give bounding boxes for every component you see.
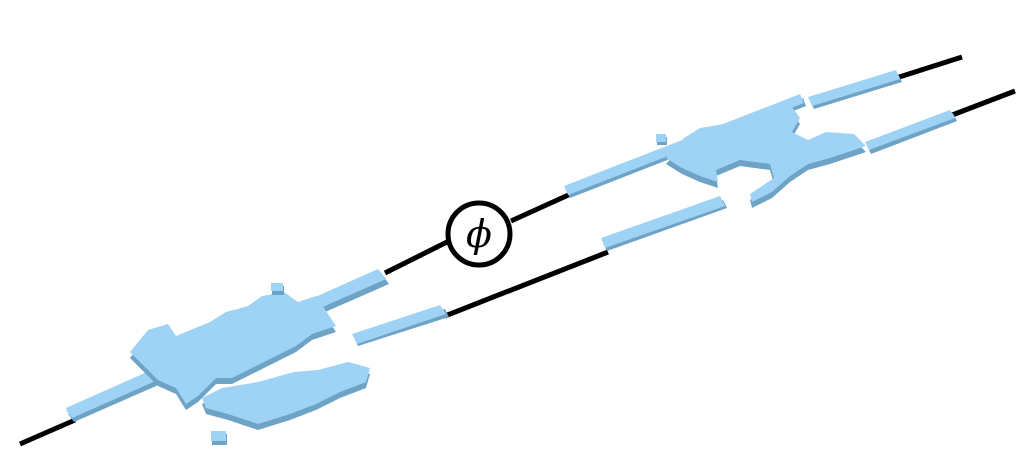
phase-label: ϕ <box>466 212 492 256</box>
island-right-dot <box>656 134 666 142</box>
island-left-dot-top <box>271 283 283 291</box>
slab-top-right <box>808 70 900 106</box>
lower-wire-right <box>946 88 1016 120</box>
lower-wire-middle <box>444 249 609 319</box>
slab-middle-right <box>601 196 725 248</box>
phase-element: ϕ <box>445 200 513 268</box>
lower-wire-left <box>19 417 76 447</box>
island-left-main <box>130 292 336 404</box>
left-islands <box>130 283 370 445</box>
phase-circle <box>445 200 513 268</box>
island-left-dot-bottom <box>211 431 226 441</box>
upper-wire-middle <box>509 189 577 224</box>
island-right-main <box>666 104 866 202</box>
upper-wire-right <box>892 54 963 82</box>
wires <box>19 54 1016 447</box>
island-left-lower <box>202 362 370 424</box>
slab-middle-left <box>352 305 446 344</box>
slab-right <box>865 110 955 150</box>
right-islands <box>656 104 866 208</box>
upper-wire-left <box>383 239 449 276</box>
